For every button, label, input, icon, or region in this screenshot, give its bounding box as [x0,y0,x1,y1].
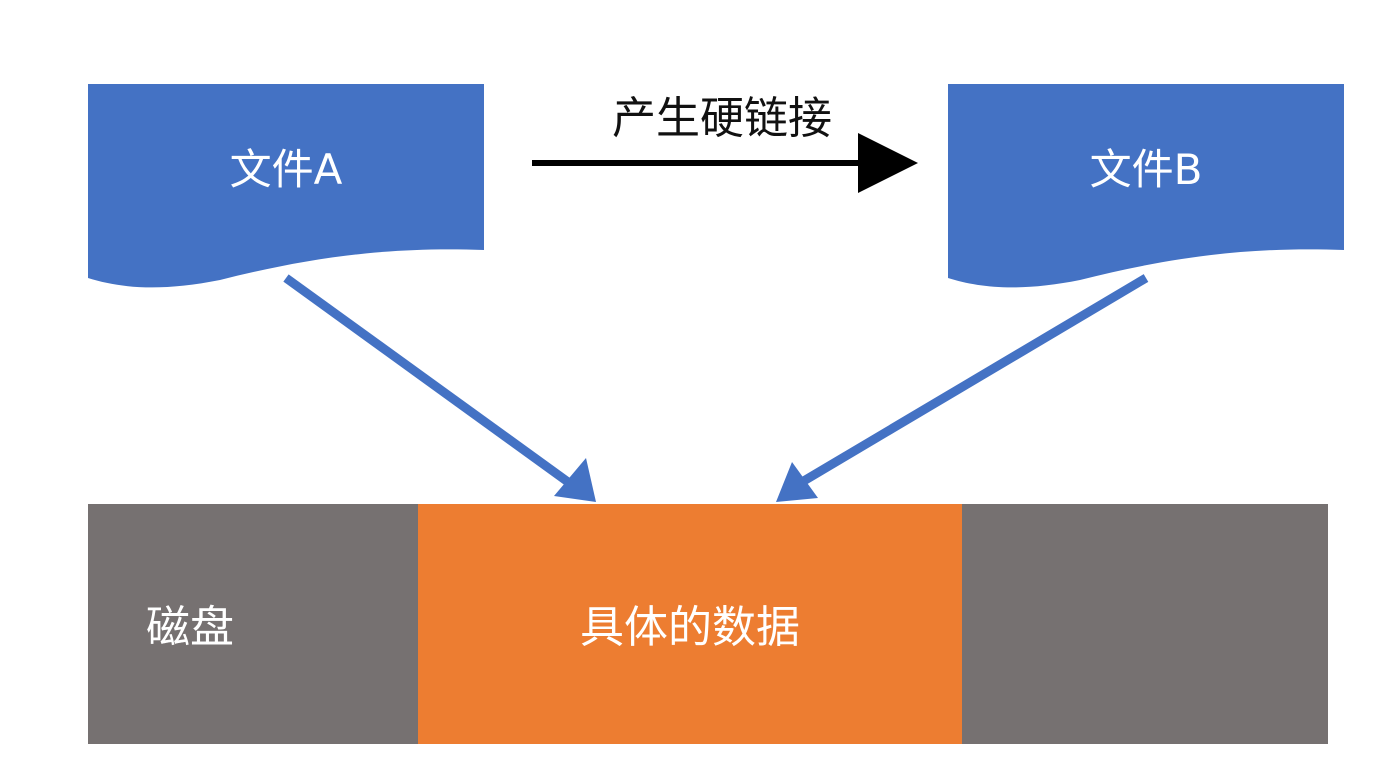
file-a-document-shape [88,84,484,288]
file-b-document-shape [948,84,1344,288]
disk-segment-right [962,504,1328,744]
link-label: 产生硬链接 [612,93,832,144]
data-block [418,504,962,744]
file-b-to-data-arrow-head [776,462,818,502]
disk-segment-left [88,504,418,744]
disk-label: 磁盘 [146,602,234,653]
data-block-label: 具体的数据 [580,602,800,653]
file-b-label: 文件B [1090,145,1203,194]
file-b-to-data-arrow-shaft [799,274,1149,486]
file-a-label: 文件A [230,145,343,194]
file-a-to-data-arrow-head [554,458,596,502]
file-a-to-data-arrow-shaft [283,274,571,486]
